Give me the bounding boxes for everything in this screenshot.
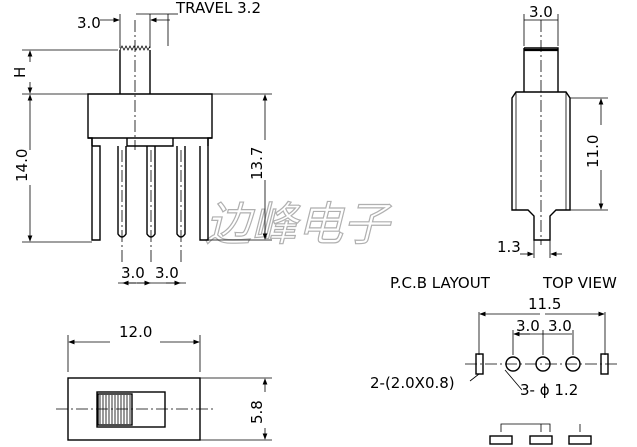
side-actuator xyxy=(119,50,151,94)
side-view: 3.0 TRAVEL 3.2 H 14.0 13.7 3.0 3.0 xyxy=(11,0,272,286)
pcb-slot-left xyxy=(475,353,484,375)
top-actuator-grip xyxy=(97,393,133,426)
pcb-hole-2 xyxy=(535,356,551,372)
dim-front-height: 11.0 xyxy=(584,135,602,168)
dim-pcb-total: 11.5 xyxy=(528,295,561,313)
dim-side-height: 14.0 xyxy=(13,149,31,182)
side-right-leg xyxy=(199,138,209,241)
schematic-pin-3 xyxy=(568,435,592,445)
pcb-slot-note: 2-(2.0X0.8) xyxy=(370,374,455,392)
top-actuator-slot xyxy=(96,391,166,428)
dim-side-width: 3.0 xyxy=(77,14,101,32)
pcb-hole-3 xyxy=(565,356,581,372)
front-actuator xyxy=(523,47,559,92)
schematic-pin-1 xyxy=(489,435,513,445)
dim-side-body: 13.7 xyxy=(248,147,266,180)
dim-pcb-pitch-1: 3.0 xyxy=(516,317,540,335)
watermark: 边峰电子 xyxy=(205,197,392,251)
front-view: 3.0 11.0 1.3 xyxy=(497,3,608,258)
side-left-leg xyxy=(91,138,101,241)
dim-pin-spacing-2: 3.0 xyxy=(155,264,179,282)
pcb-layout: 11.5 3.0 3.0 2-(2.0X0.8) 3- ϕ 1.2 xyxy=(370,295,620,445)
dim-front-actuator: 3.0 xyxy=(529,3,553,21)
dim-front-pin: 1.3 xyxy=(497,238,521,256)
dim-pin-spacing-1: 3.0 xyxy=(121,264,145,282)
pcb-slot-right xyxy=(600,353,609,375)
dim-pcb-pitch-2: 3.0 xyxy=(548,317,572,335)
pcb-hole-1 xyxy=(505,356,521,372)
top-view: 12.0 5.8 xyxy=(56,323,272,441)
side-body xyxy=(87,93,213,139)
dim-travel: TRAVEL 3.2 xyxy=(175,0,261,17)
label-top-view: TOP VIEW xyxy=(542,274,617,292)
pcb-hole-note: 3- ϕ 1.2 xyxy=(520,381,578,399)
label-pcb-layout: P.C.B LAYOUT xyxy=(390,274,491,292)
side-body-base xyxy=(88,137,212,147)
dim-top-length: 12.0 xyxy=(119,323,152,341)
dim-h: H xyxy=(11,67,29,78)
schematic-pin-2 xyxy=(529,435,553,445)
dim-top-width: 5.8 xyxy=(248,400,266,424)
